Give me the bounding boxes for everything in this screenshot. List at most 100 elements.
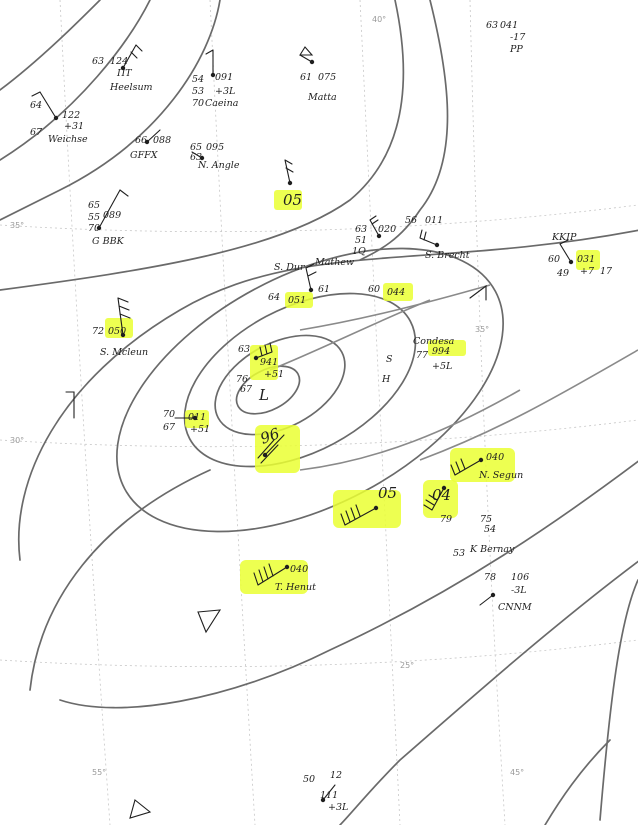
map-mark bbox=[117, 297, 131, 336]
front-line bbox=[419, 349, 638, 461]
station-plot-caeina bbox=[205, 49, 216, 78]
station-value: 64 bbox=[30, 100, 42, 111]
station-name-cnnm: CNNM bbox=[498, 602, 532, 613]
station-plot-nsegun bbox=[450, 457, 484, 476]
lat-label: 45° bbox=[510, 768, 524, 777]
station-value: S. Dur bbox=[274, 262, 306, 273]
station-value: 011 bbox=[425, 215, 443, 226]
station-value: 60 bbox=[548, 254, 560, 265]
highlight bbox=[185, 410, 209, 428]
station-value: 53 bbox=[453, 548, 465, 559]
station-value: 65 bbox=[88, 200, 100, 211]
lat-label: 55° bbox=[92, 768, 106, 777]
map-mark bbox=[209, 0, 256, 825]
highlight bbox=[576, 250, 600, 270]
map-mark bbox=[205, 49, 214, 76]
map-mark bbox=[450, 458, 482, 476]
station-name-mathew: Mathew bbox=[314, 257, 354, 268]
station-value: 60 bbox=[368, 284, 380, 295]
isobar-label-outer: 05 bbox=[283, 191, 302, 209]
station-value: 65 bbox=[190, 142, 202, 153]
station-value: +51 bbox=[264, 369, 284, 380]
station-value: 67 bbox=[163, 422, 176, 433]
station-plot-05s bbox=[340, 504, 379, 526]
station-value: 051 bbox=[288, 295, 306, 306]
map-mark bbox=[98, 189, 129, 229]
station-value: 75 bbox=[480, 514, 492, 525]
station-value: +7 bbox=[580, 266, 595, 277]
station-name-gffx: GFFX bbox=[130, 150, 159, 161]
front-bracket bbox=[469, 284, 487, 301]
isobar-label-south: 05 bbox=[378, 484, 397, 502]
map-mark bbox=[469, 0, 506, 825]
station-symbol: S bbox=[386, 354, 393, 365]
station-value: 124 bbox=[110, 56, 128, 67]
warm-front bbox=[299, 284, 491, 331]
station-value: 63 bbox=[355, 224, 367, 235]
station-value: 020 bbox=[378, 224, 396, 235]
lat-label: 35° bbox=[10, 221, 24, 230]
station-value: 994 bbox=[432, 346, 450, 357]
isobar bbox=[599, 579, 638, 821]
station-value: 1Q bbox=[352, 246, 366, 257]
station-value: 04 bbox=[432, 486, 451, 504]
lat-label: 30° bbox=[10, 436, 24, 445]
station-value: +31 bbox=[64, 121, 84, 132]
station-plot-thenut bbox=[253, 563, 290, 586]
station-value: 67 bbox=[240, 384, 253, 395]
highlight bbox=[274, 190, 302, 210]
map-mark bbox=[559, 239, 572, 263]
station-value: 088 bbox=[153, 135, 171, 146]
highlight bbox=[428, 340, 466, 356]
station-value: 040 bbox=[290, 564, 308, 575]
station-plot-05 bbox=[284, 159, 294, 186]
station-plot-center bbox=[253, 342, 273, 361]
fronts bbox=[269, 284, 638, 471]
station-name-nangle: N. Angle bbox=[197, 160, 240, 171]
highlight bbox=[333, 490, 401, 528]
station-value: 12 bbox=[330, 770, 342, 781]
map-mark bbox=[369, 215, 380, 237]
station-value: -17 bbox=[510, 32, 526, 43]
station-plot-sbrecht bbox=[419, 229, 440, 248]
map-mark bbox=[122, 44, 143, 69]
station-plot-gffx bbox=[144, 129, 161, 145]
isobar bbox=[183, 292, 417, 468]
station-value: 50 bbox=[303, 774, 315, 785]
station-value: 63 bbox=[190, 152, 202, 163]
station-name-nsegun: N. Segun bbox=[478, 470, 523, 481]
station-value: 122 bbox=[62, 110, 80, 121]
station-name-mneun: S. Mcleun bbox=[100, 347, 148, 358]
map-mark bbox=[146, 129, 161, 143]
isobar bbox=[0, 0, 405, 291]
station-value: 55 bbox=[88, 212, 100, 223]
station-value: 54 bbox=[192, 74, 204, 85]
station-plot-mathew bbox=[305, 263, 317, 293]
station-value: 67 bbox=[30, 127, 43, 138]
station-value: +5L bbox=[432, 361, 452, 372]
highlight bbox=[105, 318, 133, 338]
isobar bbox=[359, 0, 449, 261]
station-symbol: H bbox=[381, 374, 391, 385]
highlight bbox=[250, 345, 278, 380]
front-triangle bbox=[197, 609, 222, 634]
isobar bbox=[0, 0, 221, 221]
station-value: 64 bbox=[268, 292, 280, 303]
highlight bbox=[383, 283, 413, 301]
highlights bbox=[105, 190, 600, 594]
map-mark bbox=[0, 419, 638, 448]
station-plot-kkip bbox=[559, 239, 574, 265]
station-plot-96 bbox=[257, 434, 285, 464]
station-value: 031 bbox=[577, 254, 595, 265]
station-value: 075 bbox=[318, 72, 336, 83]
map-mark bbox=[340, 504, 377, 526]
isobar bbox=[544, 739, 611, 825]
pressure-labels: L 05 96 05 bbox=[258, 191, 397, 502]
front-line bbox=[299, 389, 521, 471]
station-value: 040 bbox=[486, 452, 504, 463]
station-name-weichse: Weichse bbox=[48, 134, 88, 145]
isobar bbox=[339, 560, 638, 825]
station-plot-04 bbox=[423, 485, 447, 511]
